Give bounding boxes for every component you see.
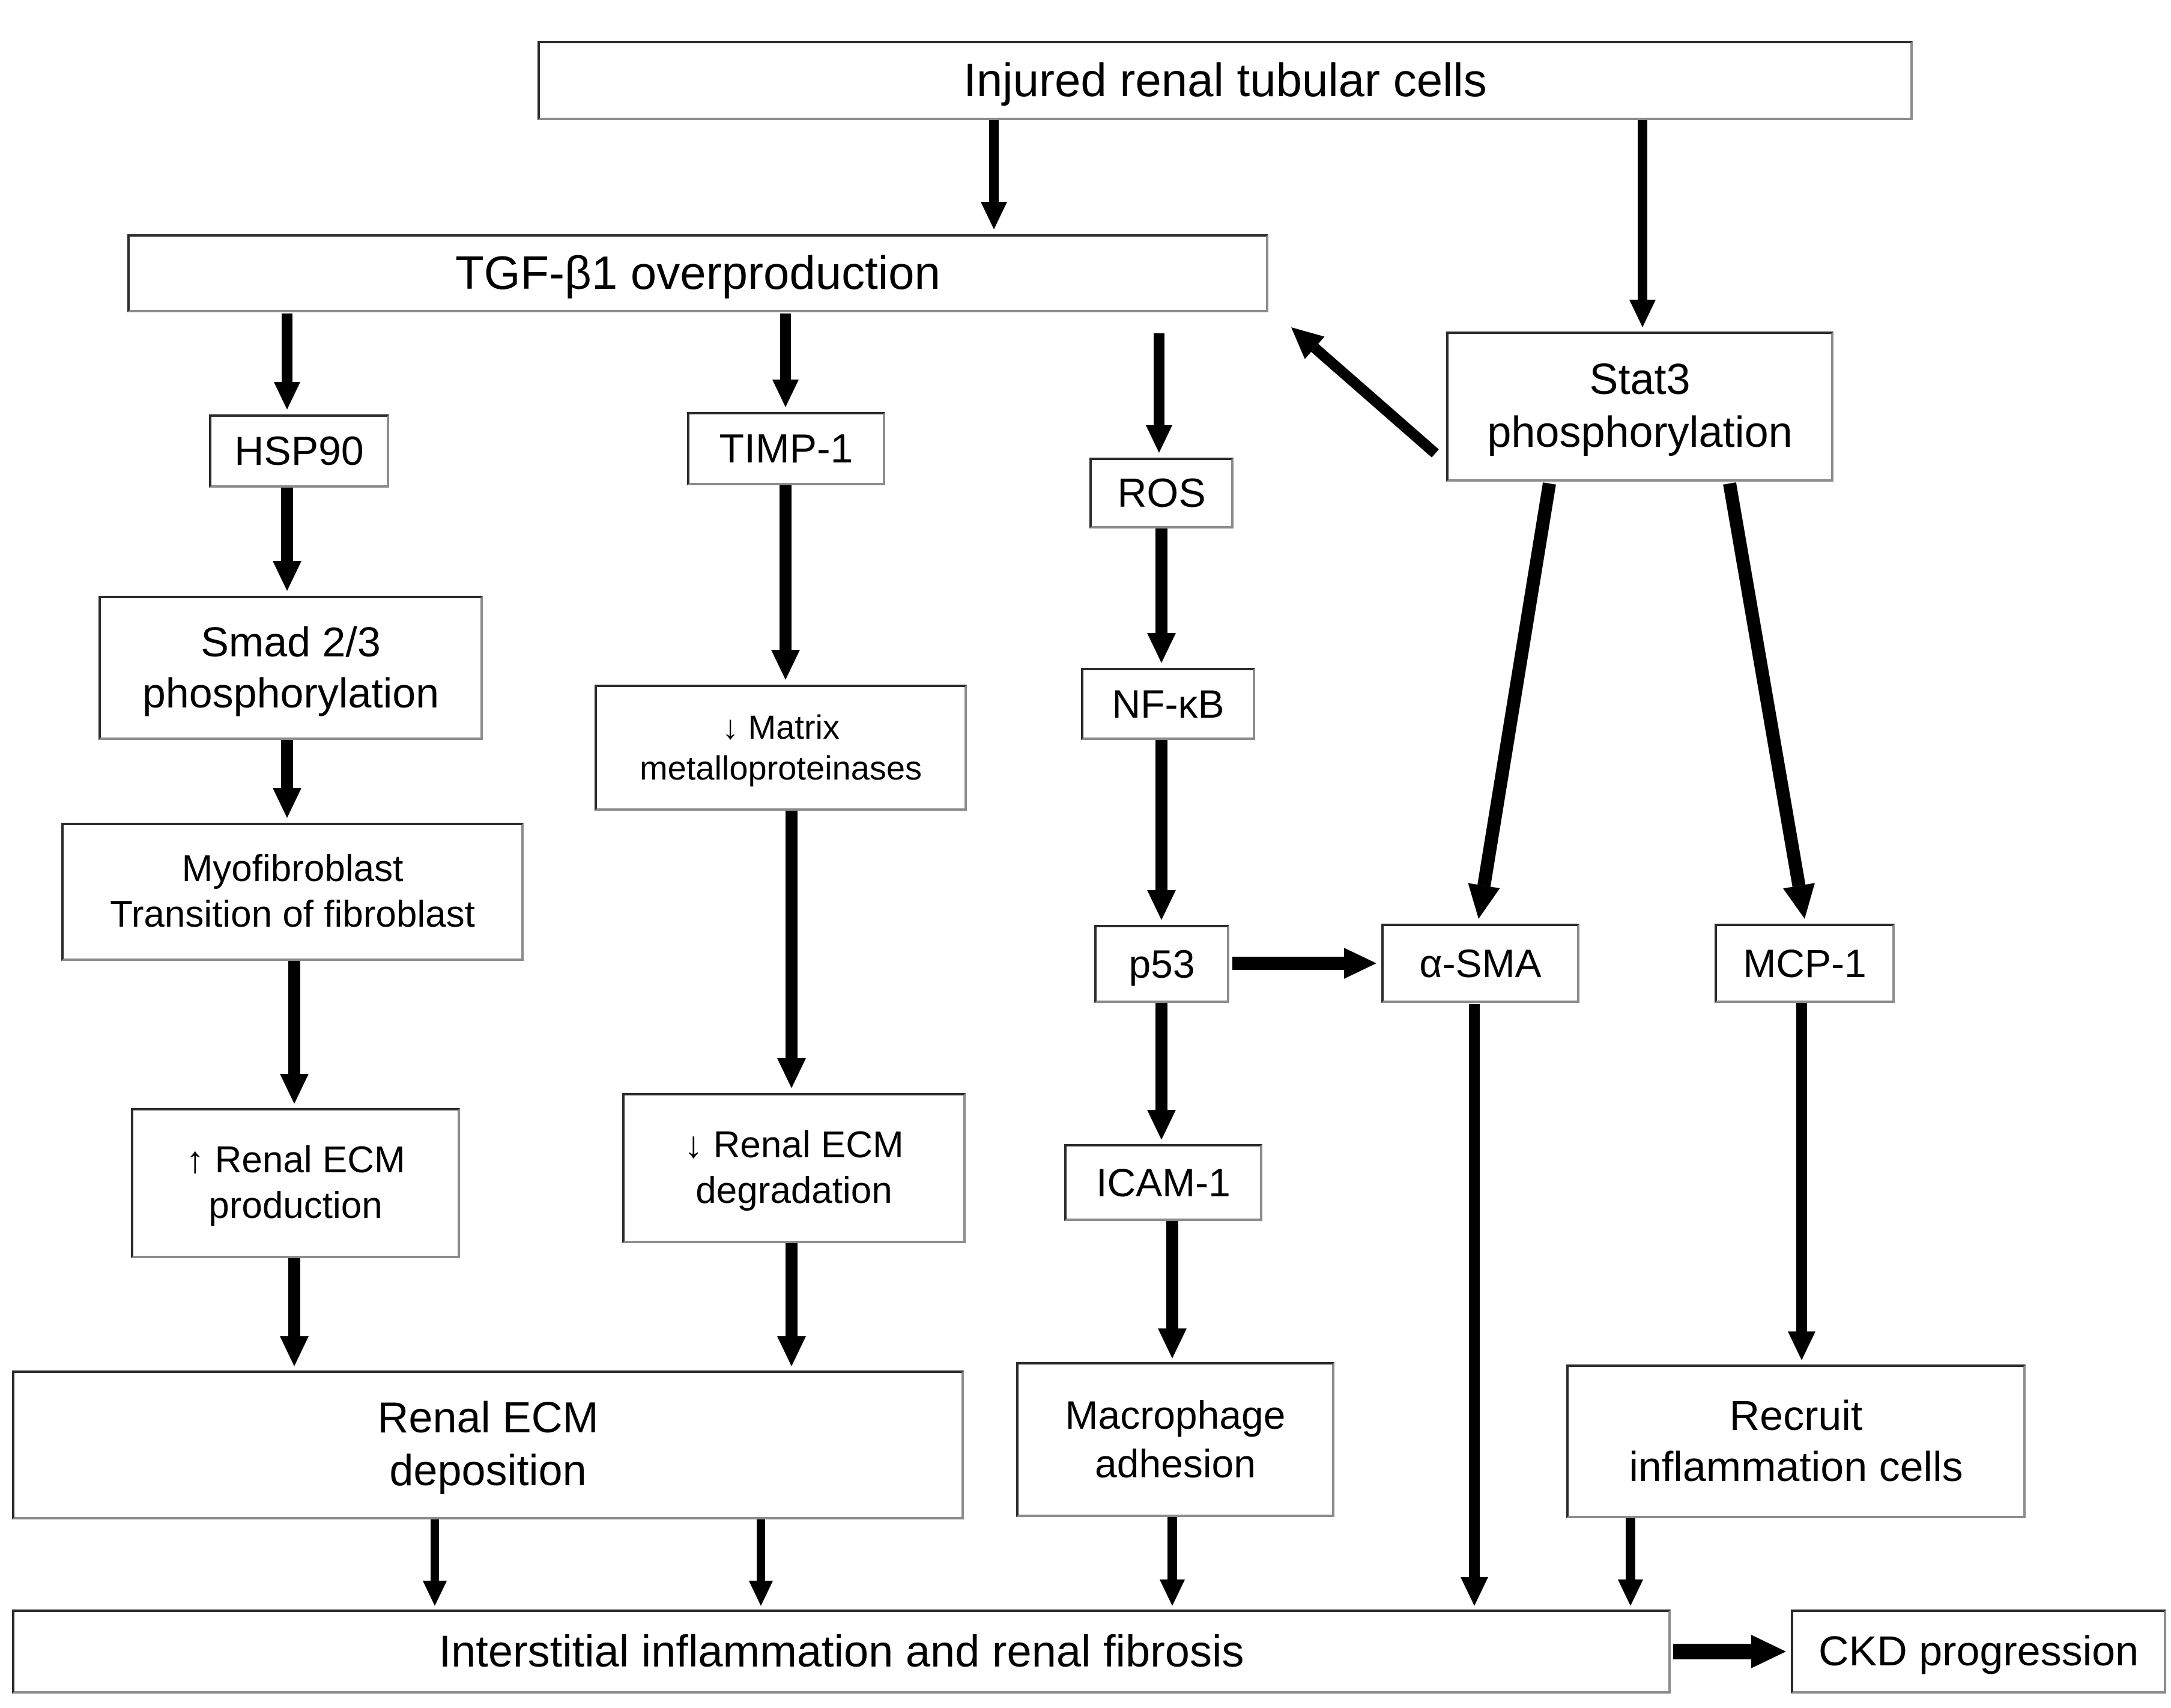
- node-label-ckd: CKD progression: [1818, 1628, 2139, 1675]
- node-label-mmp: ↓ Matrix metalloproteinases: [639, 707, 922, 787]
- arrow-recruit-to-interstitial: [1617, 1518, 1644, 1606]
- node-label-p53: p53: [1128, 941, 1195, 986]
- node-label-nfkb: NF-κB: [1112, 681, 1225, 726]
- arrow-injured-to-tgfb1: [980, 120, 1008, 229]
- arrow-ecmdep-to-interstitial-a: [422, 1519, 447, 1606]
- node-label-stat3: Stat3 phosphorylation: [1487, 356, 1793, 456]
- node-ecmdeg[interactable]: ↓ Renal ECM degradation: [622, 1093, 966, 1243]
- arrow-ecmdeg-to-ecmdep: [777, 1243, 806, 1366]
- arrow-mcp1-to-recruit: [1787, 1003, 1816, 1360]
- arrow-interstitial-to-ckd: [1673, 1635, 1786, 1668]
- arrow-ecmdep-to-interstitial-b: [748, 1519, 774, 1606]
- node-asma[interactable]: α-SMA: [1381, 924, 1579, 1003]
- arrow-mmp-to-ecmdeg: [777, 811, 806, 1088]
- node-myofib[interactable]: Myofibroblast Transition of fibroblast: [61, 823, 524, 961]
- arrow-hsp90-to-smad23: [273, 488, 301, 591]
- node-icam1[interactable]: ICAM-1: [1064, 1144, 1262, 1221]
- arrow-tgfb1-to-ros: [1145, 333, 1173, 453]
- node-label-tgfb1: TGF-β1 overproduction: [455, 246, 940, 300]
- arrow-nfkb-to-p53: [1147, 740, 1176, 920]
- arrow-smad23-to-myofib: [273, 740, 301, 818]
- node-label-smad23: Smad 2/3 phosphorylation: [142, 618, 440, 716]
- node-label-injured: Injured renal tubular cells: [963, 53, 1487, 107]
- node-smad23[interactable]: Smad 2/3 phosphorylation: [98, 596, 483, 740]
- node-label-recruit: Recruit inflammation cells: [1629, 1392, 1963, 1490]
- node-label-asma: α-SMA: [1419, 940, 1542, 986]
- node-label-hsp90: HSP90: [234, 428, 364, 474]
- arrow-macroph-to-interstitial: [1159, 1517, 1185, 1606]
- node-label-ros: ROS: [1117, 470, 1206, 516]
- arrow-asma-to-interstitial: [1460, 1004, 1489, 1606]
- node-ckd[interactable]: CKD progression: [1791, 1610, 2166, 1694]
- node-recruit[interactable]: Recruit inflammation cells: [1566, 1364, 2026, 1518]
- node-hsp90[interactable]: HSP90: [209, 414, 389, 488]
- node-timp1[interactable]: TIMP-1: [687, 412, 885, 485]
- node-ecmdep[interactable]: Renal ECM deposition: [12, 1370, 964, 1519]
- node-label-ecmdep: Renal ECM deposition: [377, 1394, 599, 1495]
- node-label-macroph: Macrophage adhesion: [1065, 1393, 1286, 1486]
- arrow-myofib-to-ecmprod: [280, 961, 309, 1104]
- node-stat3[interactable]: Stat3 phosphorylation: [1446, 332, 1833, 482]
- node-nfkb[interactable]: NF-κB: [1081, 668, 1255, 740]
- arrow-p53-to-icam1: [1147, 1003, 1176, 1140]
- arrow-timp1-to-mmp: [771, 485, 800, 680]
- node-label-timp1: TIMP-1: [719, 425, 853, 471]
- node-label-mcp1: MCP-1: [1743, 940, 1867, 986]
- node-ecmprod[interactable]: ↑ Renal ECM production: [131, 1108, 460, 1258]
- node-macroph[interactable]: Macrophage adhesion: [1016, 1362, 1334, 1517]
- node-mcp1[interactable]: MCP-1: [1715, 924, 1895, 1003]
- arrow-ros-to-nfkb: [1147, 528, 1176, 663]
- node-label-interstitial: Interstitial inflammation and renal fibr…: [438, 1626, 1244, 1676]
- node-ros[interactable]: ROS: [1089, 458, 1234, 528]
- node-injured[interactable]: Injured renal tubular cells: [537, 41, 1913, 120]
- arrow-ecmprod-to-ecmdep: [280, 1258, 309, 1366]
- arrow-stat3-to-mcp1: [1723, 482, 1815, 919]
- node-label-icam1: ICAM-1: [1096, 1160, 1231, 1205]
- arrow-p53-to-asma: [1232, 948, 1376, 979]
- arrow-stat3-to-asma: [1468, 482, 1556, 919]
- node-p53[interactable]: p53: [1094, 925, 1229, 1003]
- arrow-tgfb1-to-timp1: [772, 313, 799, 407]
- node-tgfb1[interactable]: TGF-β1 overproduction: [127, 234, 1268, 312]
- node-interstitial[interactable]: Interstitial inflammation and renal fibr…: [12, 1610, 1671, 1694]
- node-label-myofib: Myofibroblast Transition of fibroblast: [110, 848, 475, 935]
- arrow-icam1-to-macroph: [1158, 1221, 1187, 1358]
- arrow-tgfb1-to-hsp90: [273, 313, 301, 410]
- arrow-injured-to-stat3: [1629, 120, 1656, 327]
- arrow-stat3-to-tgfb1: [1291, 327, 1439, 458]
- node-label-ecmdeg: ↓ Renal ECM degradation: [684, 1124, 904, 1211]
- node-label-ecmprod: ↑ Renal ECM production: [186, 1139, 405, 1226]
- node-mmp[interactable]: ↓ Matrix metalloproteinases: [595, 685, 967, 811]
